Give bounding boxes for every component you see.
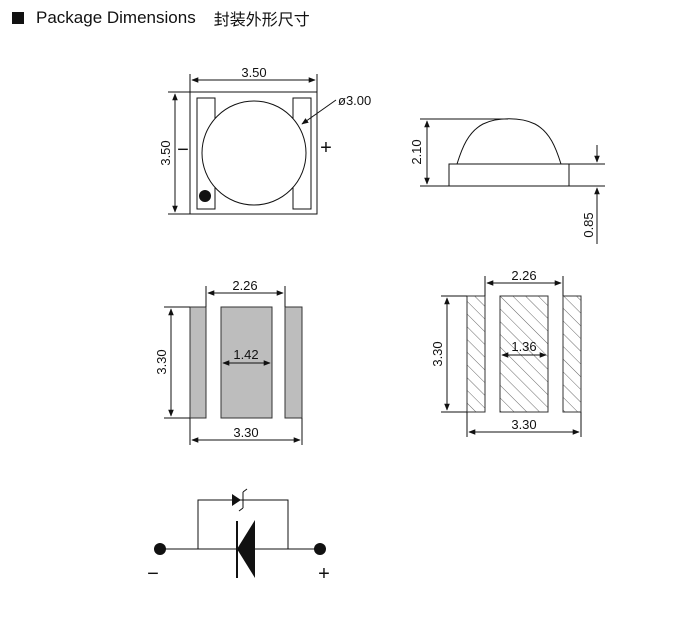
pad-left bbox=[189, 306, 207, 419]
side-view: 2.10 0.85 bbox=[409, 118, 605, 244]
solder-pad-left bbox=[466, 295, 486, 413]
top-plus-label: + bbox=[320, 137, 332, 159]
section-header: Package Dimensions 封装外形尺寸 bbox=[12, 6, 310, 30]
lens-circle bbox=[201, 100, 307, 206]
zener-diode-icon bbox=[232, 494, 241, 506]
pad-height-label: 3.30 bbox=[154, 349, 169, 374]
package-outline bbox=[189, 91, 318, 215]
pad-center-width-label: 2.26 bbox=[232, 278, 257, 293]
solder-total-width-label: 3.30 bbox=[511, 417, 536, 432]
section-title: Package Dimensions bbox=[36, 8, 196, 27]
side-dome bbox=[456, 118, 562, 165]
schematic-minus-label: − bbox=[147, 563, 159, 585]
pad-right bbox=[284, 306, 303, 419]
circuit-schematic: − + bbox=[147, 488, 330, 585]
solder-pad-center bbox=[499, 295, 549, 413]
top-minus-label: − bbox=[177, 139, 189, 161]
side-base-label: 0.85 bbox=[581, 212, 596, 237]
side-base bbox=[448, 163, 570, 187]
schematic-plus-label: + bbox=[318, 563, 330, 585]
pad-layout-view: 2.26 3.30 1.42 3.30 bbox=[154, 278, 303, 445]
lens-diameter-label: ø3.00 bbox=[338, 93, 371, 108]
solder-pattern-view: 2.26 3.30 1.36 3.30 bbox=[430, 268, 582, 437]
section-title-chinese: 封装外形尺寸 bbox=[213, 10, 310, 29]
solder-center-width-label: 2.26 bbox=[511, 268, 536, 283]
side-height-label: 2.10 bbox=[409, 139, 424, 164]
solder-pad-right bbox=[562, 295, 582, 413]
bullet-square-icon bbox=[12, 12, 24, 24]
solder-height-label: 3.30 bbox=[430, 341, 445, 366]
pad-total-width-label: 3.30 bbox=[233, 425, 258, 440]
lens-leader-line bbox=[301, 99, 337, 125]
solder-inner-label: 1.36 bbox=[511, 339, 536, 354]
pad-inner-label: 1.42 bbox=[233, 347, 258, 362]
top-view: 3.50 3.50 ø3.00 − + bbox=[158, 65, 371, 215]
led-diode-icon bbox=[237, 520, 255, 578]
top-height-label: 3.50 bbox=[158, 140, 173, 165]
polarity-dot bbox=[199, 190, 211, 202]
top-width-label: 3.50 bbox=[241, 65, 266, 80]
